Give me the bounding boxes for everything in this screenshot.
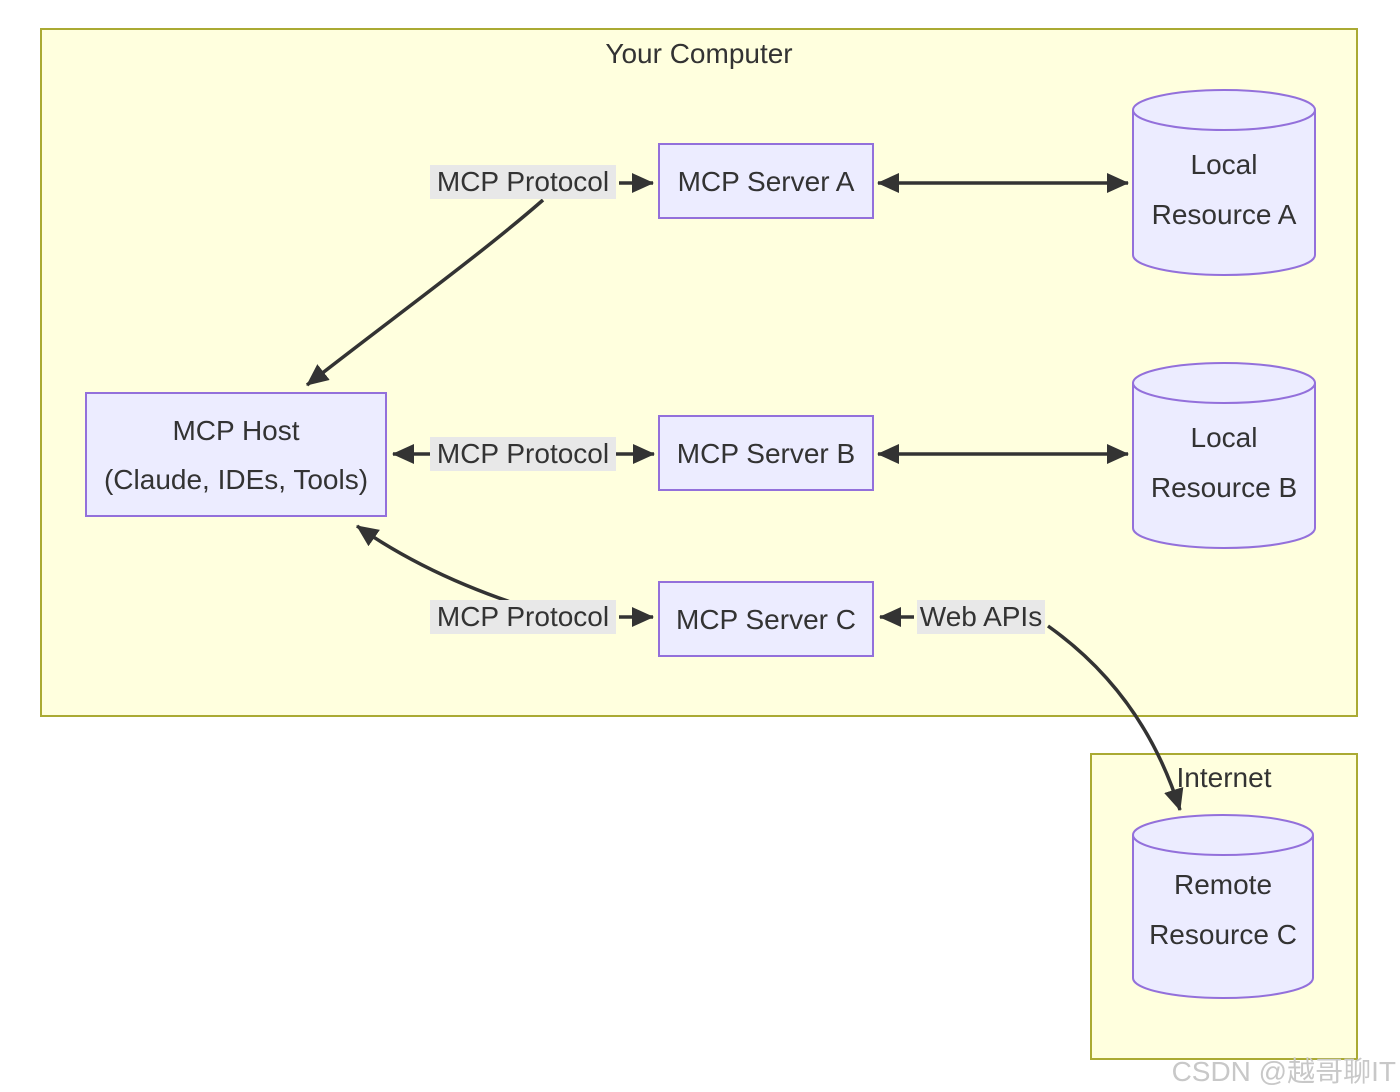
edge-protocol-a-to-host <box>305 198 545 387</box>
local-resource-a-text: Local Resource A <box>1133 130 1315 250</box>
edge-label-mcp-protocol-b: MCP Protocol <box>430 437 616 471</box>
remote-resource-c-line1: Remote <box>1173 868 1273 900</box>
mcp-host-line1: MCP Host <box>172 414 300 446</box>
edge-label-mcp-protocol-c: MCP Protocol <box>430 600 616 634</box>
mcp-server-b-label: MCP Server B <box>676 437 856 469</box>
local-resource-a-line2: Resource A <box>1151 199 1297 230</box>
mcp-server-a-node: MCP Server A <box>658 143 874 219</box>
internet-title: Internet <box>1176 762 1272 793</box>
mcp-host-node: MCP Host (Claude, IDEs, Tools) <box>85 392 387 517</box>
local-resource-a-cylinder <box>1132 89 1316 276</box>
mcp-server-c-node: MCP Server C <box>658 581 874 657</box>
local-resource-b-text: Local Resource B <box>1133 403 1315 523</box>
remote-resource-c-text: Remote Resource C <box>1133 850 1313 970</box>
local-resource-b-line2: Resource B <box>1150 472 1298 503</box>
edge-web-apis-to-resource-c <box>1046 624 1184 811</box>
mcp-server-a-label: MCP Server A <box>677 165 855 197</box>
edge-label-web-apis: Web APIs <box>917 600 1045 634</box>
local-resource-a-line1: Local <box>1190 148 1258 180</box>
your-computer-title: Your Computer <box>605 38 793 69</box>
edge-label-mcp-protocol-a: MCP Protocol <box>430 165 616 199</box>
mcp-host-line2: (Claude, IDEs, Tools) <box>103 463 369 495</box>
mcp-server-c-label: MCP Server C <box>676 603 856 635</box>
csdn-watermark: CSDN @越哥聊IT <box>1171 1056 1396 1087</box>
remote-resource-c-line2: Resource C <box>1149 919 1297 950</box>
mcp-server-b-node: MCP Server B <box>658 415 874 491</box>
local-resource-b-cylinder <box>1132 362 1316 549</box>
remote-resource-c-cylinder <box>1132 814 1314 999</box>
local-resource-b-line1: Local <box>1190 421 1258 453</box>
